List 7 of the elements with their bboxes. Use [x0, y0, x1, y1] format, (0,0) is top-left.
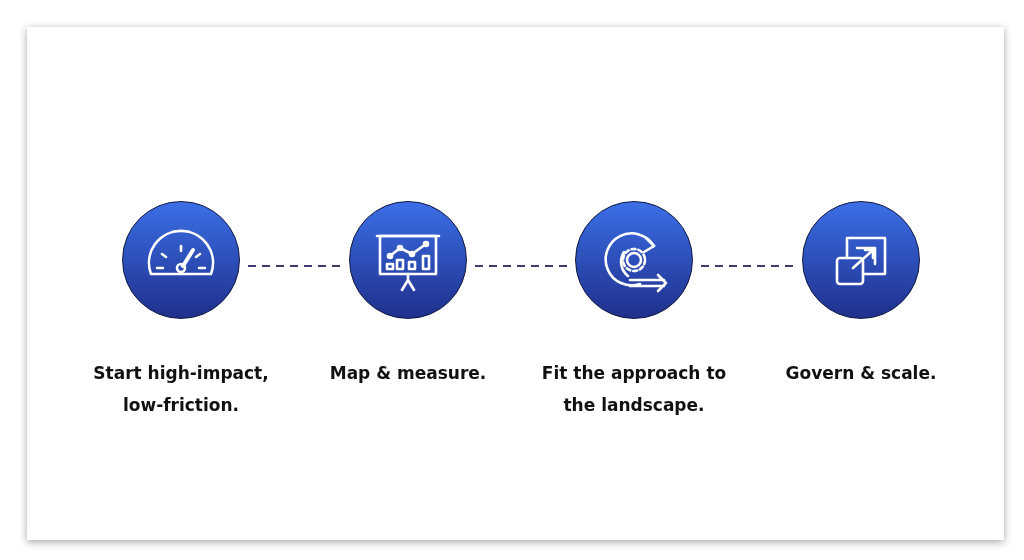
step-caption: Map & measure. — [328, 362, 488, 385]
step-caption: Govern & scale. — [784, 362, 938, 385]
step-caption: Fit the approach to the landscape. — [540, 362, 728, 417]
dashed-connector — [700, 265, 795, 267]
dashed-connector — [247, 265, 342, 267]
dashed-connector — [474, 265, 568, 267]
step-caption: Start high-impact, low-friction. — [92, 362, 270, 417]
